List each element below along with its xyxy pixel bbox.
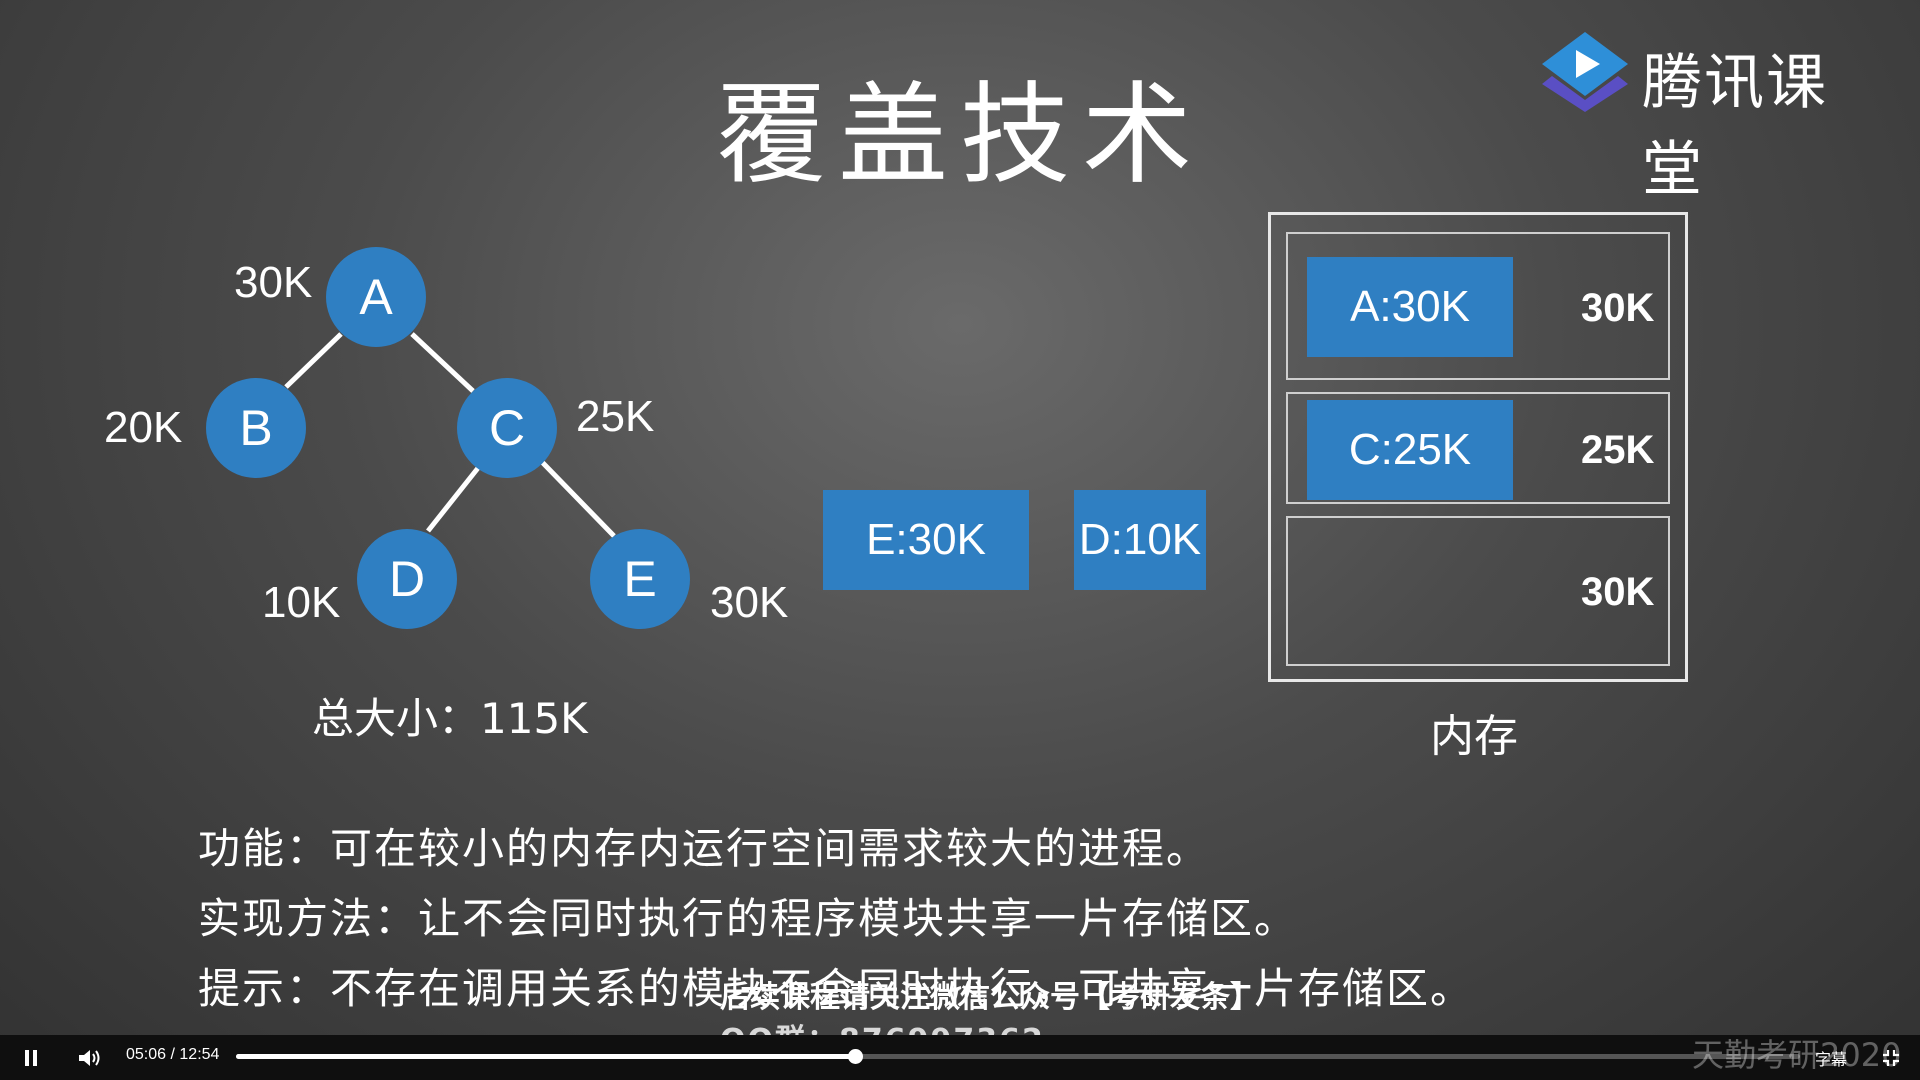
slot-3-size: 30K [1581,570,1655,614]
memory-slot-3 [1286,516,1670,666]
tree-node-c: C [457,378,557,478]
node-a-size: 30K [234,258,313,307]
pause-icon [25,1049,37,1066]
pause-button[interactable] [14,1041,48,1074]
tree-node-b: B [206,378,306,478]
slide-title: 覆盖技术 [716,71,1204,199]
fullscreen-button[interactable] [1874,1041,1908,1074]
module-d-box: D:10K [1074,490,1206,590]
module-e-box: E:30K [823,490,1029,590]
memory-label: 内存 [1430,711,1518,762]
description-function: 功能：可在较小的内存内运行空间需求较大的进程。 [198,824,1211,873]
memory-slot-2 [1286,392,1670,504]
volume-button[interactable] [72,1041,108,1074]
video-controls: 05:06 / 12:54 字幕 [0,1035,1920,1080]
tree-node-e: E [590,529,690,629]
memory-slot-1 [1286,232,1670,380]
duration: 12:54 [179,1046,220,1063]
node-e-size: 30K [710,578,789,627]
total-size: 总大小：115K [312,694,588,743]
progress-bar[interactable] [236,1049,1800,1064]
tree-connections [0,0,1920,1035]
description-method: 实现方法：让不会同时执行的程序模块共享一片存储区。 [198,894,1299,943]
current-time: 05:06 [126,1046,167,1063]
progress-handle[interactable] [847,1049,863,1064]
slot-1-size: 30K [1581,286,1655,330]
memory-module-a: A:30K [1307,257,1513,357]
brand-logo: 腾讯课堂 [1540,18,1870,205]
watermark: 天勤考研2020 [1692,1036,1902,1074]
volume-icon [79,1049,100,1066]
node-d-size: 10K [262,578,341,627]
fullscreen-icon [1883,1049,1899,1066]
description-hint: 提示：不存在调用关系的模块不会同时执行，可共享一片存储区。 [198,964,1475,1013]
slide: 覆盖技术 腾讯课堂 A B C D E 30K 20K 25K 10K 30K … [0,0,1920,1058]
memory-frame [1268,212,1688,682]
subtitle-line-1: 后续课程请关注微信公众号【考研发条】 [720,980,1260,1015]
memory-module-c: C:25K [1307,400,1513,500]
played-bar [236,1054,855,1059]
time-display: 05:06 / 12:54 [126,1046,219,1064]
node-b-size: 20K [104,403,183,452]
subtitles-button[interactable]: 字幕 [1815,1050,1848,1069]
tree-node-d: D [357,529,457,629]
slot-2-size: 25K [1581,428,1655,472]
node-c-size: 25K [576,392,655,441]
brand-name: 腾讯课堂 [1642,48,1828,205]
time-separator: / [170,1046,175,1063]
tree-node-a: A [326,247,426,347]
tencent-classroom-logo-icon [1542,32,1628,112]
